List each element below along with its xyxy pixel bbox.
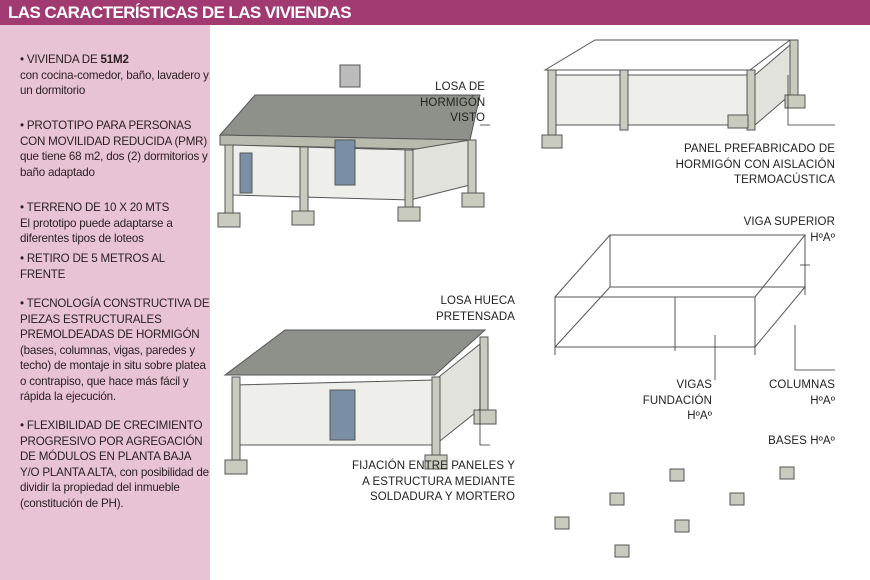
label-panel-prefabricado: PANEL PREFABRICADO DE HORMIGÓN CON AISLAC…: [660, 142, 835, 189]
feature-item: • FLEXIBILIDAD DE CRECIMIENTO PROGRESIVO…: [20, 418, 210, 511]
feature-head: • RETIRO DE 5 METROS AL FRENTE: [20, 252, 165, 281]
feature-text: El prototipo puede adaptarse a diferente…: [20, 216, 173, 246]
label-line: VISTO: [450, 112, 485, 124]
label-line: HºAº: [810, 394, 835, 407]
feature-text: que tiene 68 m2, dos (2) dormitorios y b…: [20, 150, 208, 179]
feature-item: • PROTOTIPO PARA PERSONAS CON MOVILIDAD …: [20, 118, 210, 180]
feature-item: • TECNOLOGÍA CONSTRUCTIVA DE PIEZAS ESTR…: [20, 296, 210, 405]
label-fijacion: FIJACIÓN ENTRE PANELES Y A ESTRUCTURA MED…: [330, 459, 515, 506]
house-hollow-slab-illustration: [223, 329, 497, 475]
label-line: SOLDADURA Y MORTERO: [369, 491, 515, 503]
feature-bold: 51M2: [100, 53, 129, 66]
feature-head: • PROTOTIPO PARA PERSONAS CON MOVILIDAD …: [20, 119, 207, 148]
label-line: HºAº: [810, 231, 835, 244]
feature-item: • RETIRO DE 5 METROS AL FRENTE: [20, 251, 180, 282]
label-line: PRETENSADA: [436, 310, 515, 323]
label-line: VIGAS: [676, 379, 712, 391]
house-concrete-slab-illustration: [217, 64, 485, 228]
header-bar: LAS CARACTERÍSTICAS DE LAS VIVIENDAS: [0, 0, 870, 25]
label-line: HORMIGÓN: [420, 96, 486, 109]
label-line: PANEL PREFABRICADO DE: [684, 143, 835, 155]
feature-text: con posibilidad de dividir la propiedad …: [20, 465, 209, 510]
label-viga-superior: VIGA SUPERIOR HºAº: [720, 215, 835, 246]
label-losa-hueca: LOSA HUECA PRETENSADA: [420, 294, 515, 325]
label-line: LOSA HUECA: [440, 295, 515, 307]
feature-text: (bases, columnas, vigas, paredes y techo…: [20, 343, 206, 404]
label-bases: BASES HºAº: [740, 434, 835, 450]
foundation-bases-illustration: [554, 466, 795, 558]
leader-lines: [479, 75, 835, 446]
structural-frame-illustration: [553, 234, 807, 355]
label-line: HORMIGÓN CON AISLACIÓN: [675, 158, 835, 171]
feature-head: • VIVIENDA DE: [20, 53, 101, 66]
house-panels-illustration: [541, 39, 806, 149]
feature-head: • FLEXIBILIDAD DE CRECIMIENTO PROGRESIVO…: [20, 419, 203, 479]
page-title: LAS CARACTERÍSTICAS DE LAS VIVIENDAS: [8, 3, 352, 22]
construction-illustrations: [217, 39, 835, 558]
label-line: BASES HºAº: [768, 435, 835, 447]
label-line: FIJACIÓN ENTRE PANELES Y: [351, 460, 515, 472]
feature-item: • TERRENO DE 10 X 20 MTS El prototipo pue…: [20, 200, 210, 247]
features-sidebar: • VIVIENDA DE 51M2 con cocina-comedor, ba…: [0, 25, 210, 580]
label-line: COLUMNAS: [769, 379, 835, 391]
label-line: FUNDACIÓN: [642, 394, 712, 407]
label-line: HºAº: [687, 410, 712, 422]
label-line: A ESTRUCTURA MEDIANTE: [362, 475, 515, 488]
feature-text: con cocina-comedor, baño, lavadero y un …: [20, 68, 209, 98]
label-vigas-fundacion: VIGAS FUNDACIÓN HºAº: [640, 378, 712, 425]
feature-head: • TECNOLOGÍA CONSTRUCTIVA DE PIEZAS ESTR…: [20, 297, 210, 341]
feature-head: • TERRENO DE 10 X 20 MTS: [20, 201, 170, 214]
label-columnas: COLUMNAS HºAº: [750, 378, 835, 409]
label-losa-hormigon: LOSA DE HORMIGÓN VISTO: [420, 80, 485, 127]
feature-item: • VIVIENDA DE 51M2 con cocina-comedor, ba…: [20, 52, 210, 99]
label-line: VIGA SUPERIOR: [743, 216, 835, 228]
label-line: TERMOACÚSTICA: [734, 174, 835, 186]
label-line: LOSA DE: [435, 81, 485, 93]
